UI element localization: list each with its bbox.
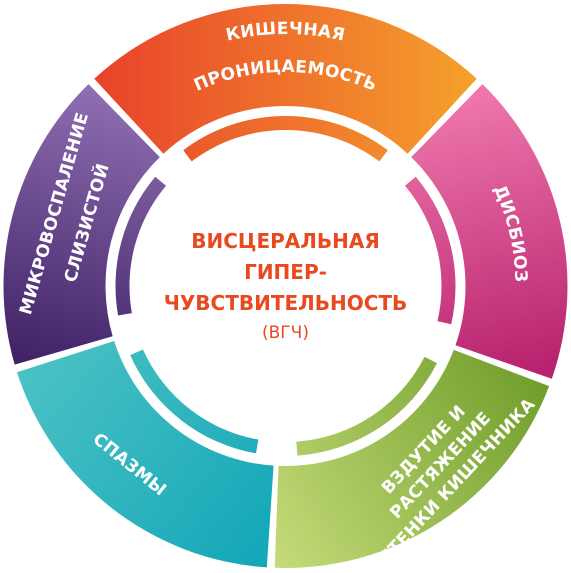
inner-arc-dysbiosis — [405, 176, 456, 325]
segment-permeability — [94, 3, 477, 154]
segment-inflammation — [3, 84, 160, 365]
segment-distension — [274, 349, 550, 568]
center-title-line-3: ЧУВСТВИТЕЛЬНОСТЬ — [163, 291, 408, 315]
segment-spasms — [16, 341, 274, 568]
center-abbreviation: (ВГЧ) — [262, 323, 309, 343]
segment-dysbiosis — [411, 84, 568, 379]
inner-arc-spasms — [130, 349, 259, 454]
inner-arc-permeability — [183, 115, 388, 162]
inner-arc-inflammation — [115, 176, 166, 316]
center-title: ВИСЦЕРАЛЬНАЯ ГИПЕР- ЧУВСТВИТЕЛЬНОСТЬ (ВГ… — [160, 226, 411, 347]
center-title-line-1: ВИСЦЕРАЛЬНАЯ — [191, 229, 380, 253]
center-title-line-2: ГИПЕР- — [244, 260, 327, 284]
inner-arc-distension — [296, 356, 437, 456]
